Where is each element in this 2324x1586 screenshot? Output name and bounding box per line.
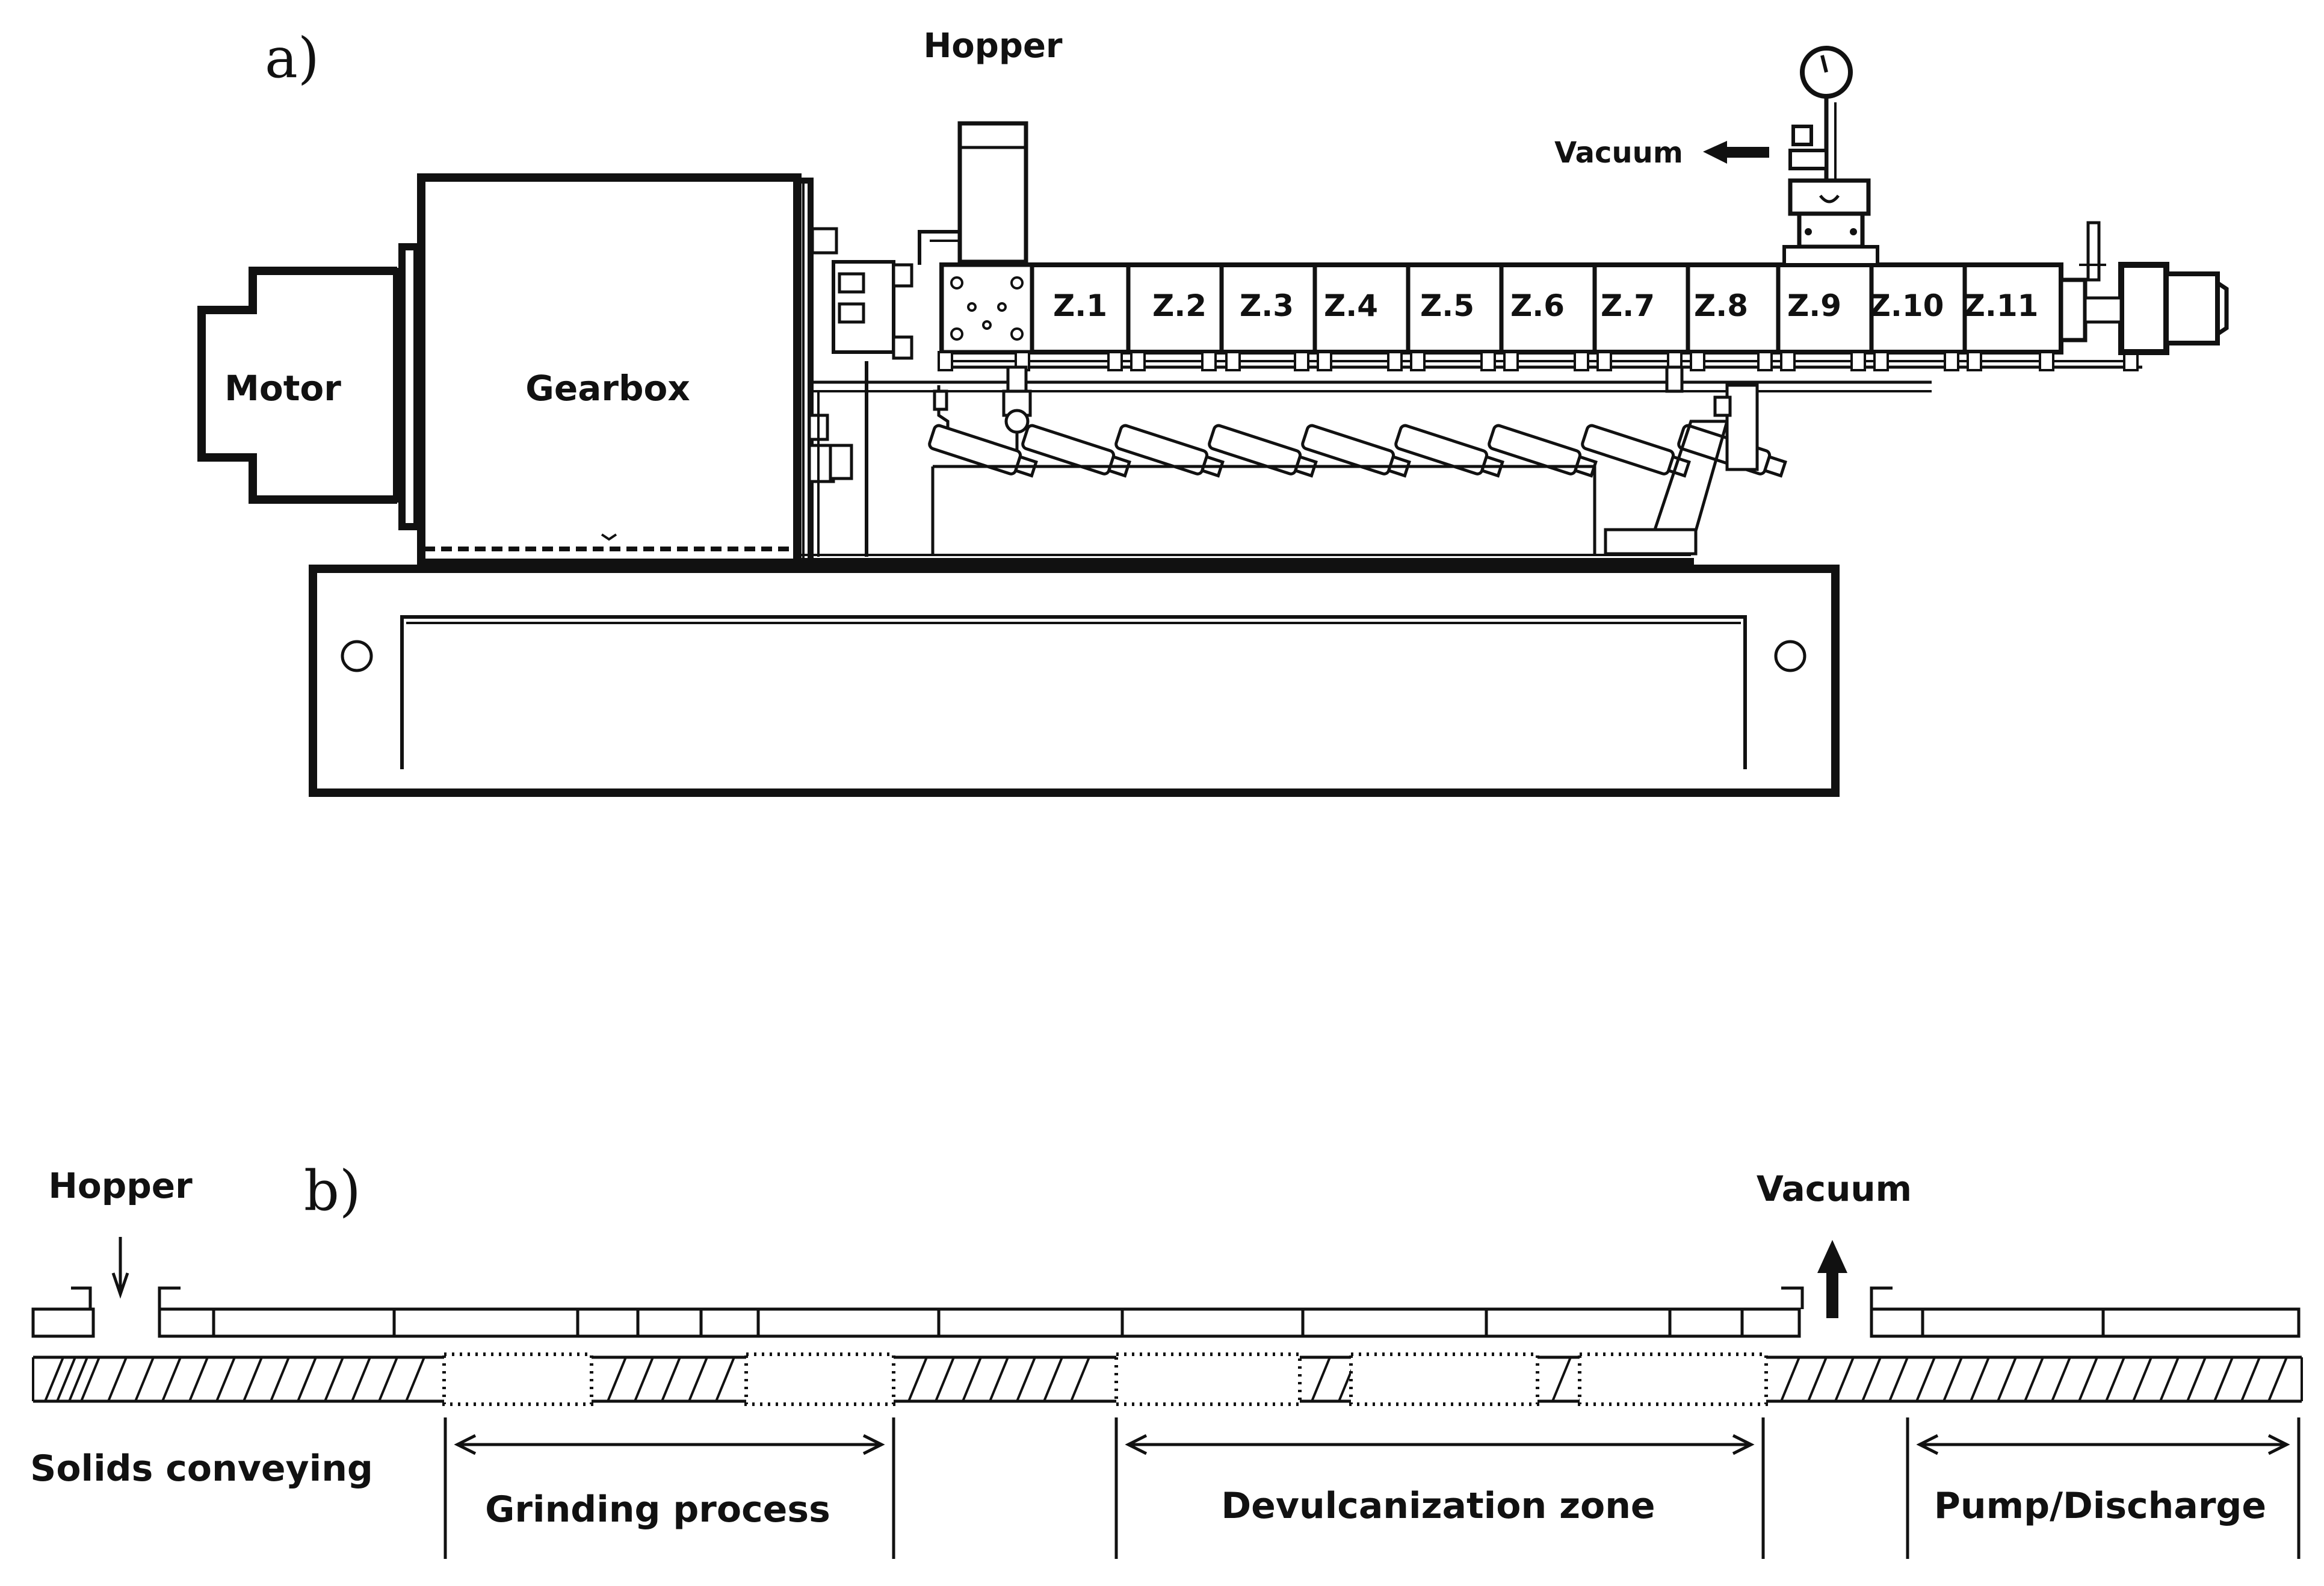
hopper-b-label: Hopper: [48, 1165, 193, 1206]
zone-11-label: Z.11: [1964, 288, 2039, 323]
vacuum-arrow-b: [1817, 1240, 1847, 1318]
zone-1-label: Z.1: [1053, 288, 1107, 323]
barrel: Z.1 Z.2 Z.3 Z.4 Z.5 Z.6 Z.7 Z.8 Z.9 Z.10…: [938, 221, 2229, 371]
zone-5-label: Z.5: [1420, 288, 1474, 323]
section-devulcanization-zone: Devulcanization zone: [1221, 1485, 1655, 1527]
zone-7-label: Z.7: [1601, 288, 1655, 323]
drive-coupling: [808, 227, 1932, 557]
injectors: [928, 365, 1787, 478]
zone-8-label: Z.8: [1694, 288, 1748, 323]
section-markers: [443, 1417, 2301, 1559]
gearbox: Gearbox: [417, 173, 814, 569]
kneading-blocks: [442, 1352, 1768, 1406]
zone-4-label: Z.4: [1324, 288, 1378, 323]
section-solids-conveying: Solids conveying: [30, 1448, 373, 1490]
vacuum-a-label: Vacuum: [1554, 136, 1683, 170]
panel-b: b) Hopper Vacuum: [30, 1159, 2303, 1559]
zone-9-label: Z.9: [1787, 288, 1841, 323]
section-pump-discharge: Pump/Discharge: [1934, 1485, 2266, 1527]
panel-a-label: a): [265, 26, 320, 90]
panel-a: a) Motor Gearbox: [197, 26, 2229, 797]
zone-2-label: Z.2: [1152, 288, 1207, 323]
base-frame: [309, 554, 1840, 797]
vacuum-b-label: Vacuum: [1757, 1168, 1912, 1209]
section-grinding-process: Grinding process: [485, 1488, 830, 1531]
zone-3-label: Z.3: [1240, 288, 1294, 323]
vacuum-port-a: Vacuum: [1554, 46, 1879, 267]
motor: Motor: [197, 243, 421, 530]
panel-b-label: b): [304, 1159, 361, 1223]
hopper-a: Hopper: [918, 26, 1063, 265]
vacuum-arrow-a: [1703, 141, 1769, 164]
support-stand: [931, 365, 1759, 556]
gearbox-label: Gearbox: [525, 368, 690, 409]
barrel-segments: [31, 1286, 2301, 1338]
zone-6-label: Z.6: [1510, 288, 1565, 323]
hopper-a-label: Hopper: [923, 26, 1062, 66]
zone-10-label: Z.10: [1869, 288, 1944, 323]
motor-label: Motor: [224, 368, 341, 409]
